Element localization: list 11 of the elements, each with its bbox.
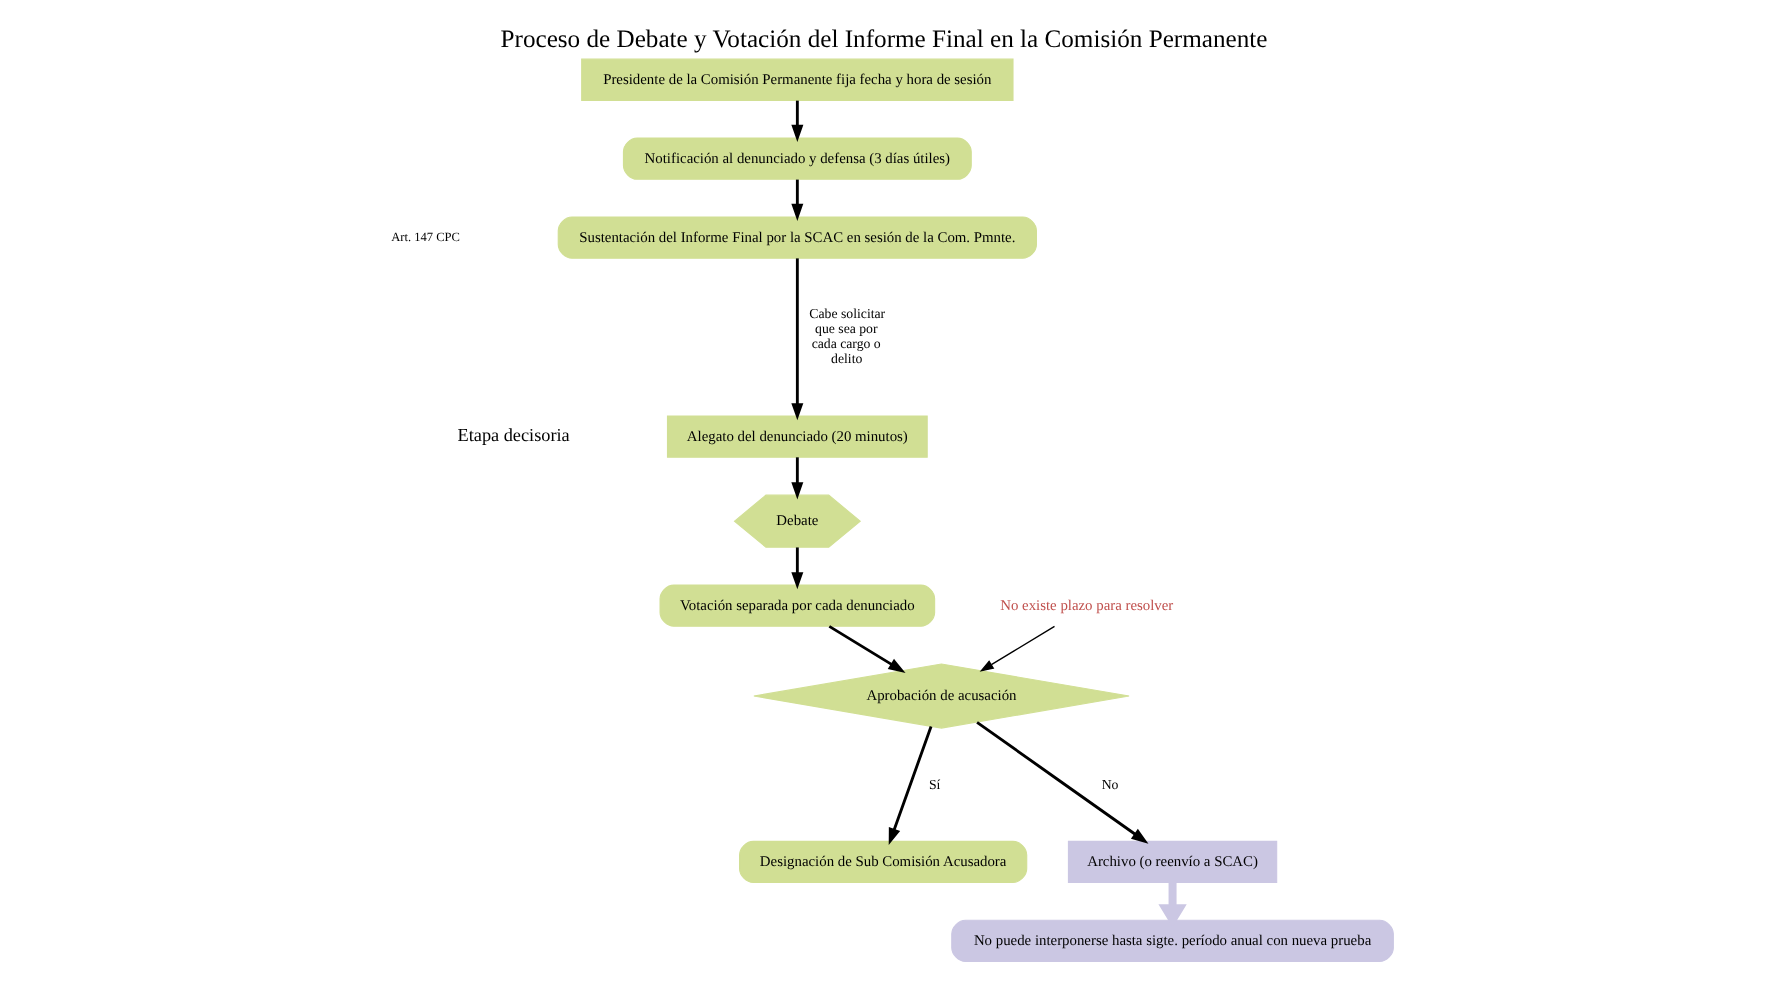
arrow [791, 178, 804, 220]
arrow [888, 724, 933, 845]
arrow [791, 546, 804, 589]
arrow [791, 456, 804, 499]
arrow [791, 99, 804, 141]
diagram-title: Proceso de Debate y Votación del Informe Final en la Comisión Permanente [500, 24, 1268, 53]
arrow [979, 624, 1056, 671]
arrow [791, 257, 804, 420]
label: Etapa decisoria [457, 424, 570, 445]
arrow [828, 624, 906, 672]
arrow [976, 720, 1149, 843]
